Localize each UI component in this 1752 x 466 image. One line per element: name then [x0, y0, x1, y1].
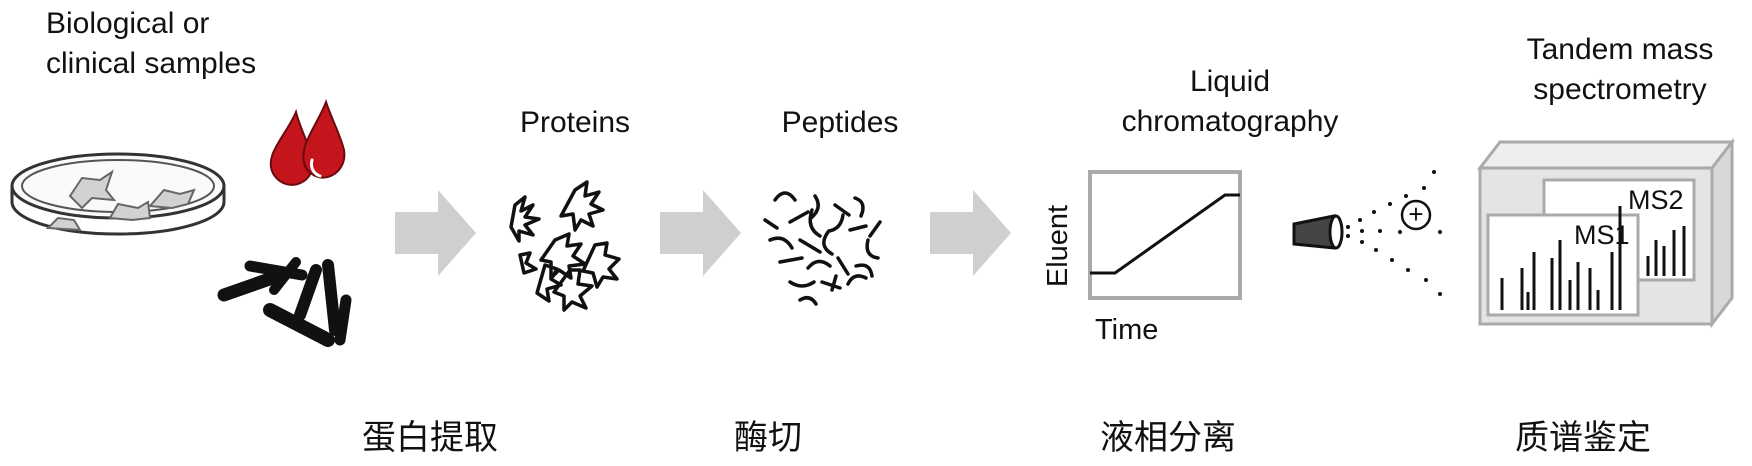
step-digestion: 酶切 [734, 418, 802, 458]
eluent-axis-label: Eluent [1042, 204, 1074, 288]
samples-label: Biological or clinical samples [46, 4, 256, 84]
bacteria-rods-icon [217, 257, 352, 347]
blood-drops-icon [269, 99, 346, 186]
ms-label-line1: Tandem mass [1526, 33, 1714, 66]
gradient-line [1090, 193, 1240, 275]
ion-source-icon [1292, 214, 1344, 250]
proteins-icon [509, 180, 621, 312]
petri-dish-icon [10, 152, 226, 236]
proteins-label: Proteins [519, 106, 631, 139]
ms1-spectrum-peaks [1500, 240, 1622, 310]
ms-label-line2: spectrometry [1533, 73, 1707, 106]
peptides-icon [763, 191, 882, 306]
ms2-spectrum-peaks [1618, 206, 1686, 276]
ion-charge-label: + [1408, 199, 1424, 229]
ms-label: Tandem mass spectrometry [1500, 30, 1740, 110]
ion-icon [1400, 199, 1432, 231]
step-separation: 液相分离 [1100, 418, 1236, 458]
samples-label-line2: clinical samples [46, 47, 257, 80]
lc-label: Liquid chromatography [1100, 62, 1360, 142]
ms1-label: MS1 [1574, 220, 1630, 250]
lc-gradient-plot [1088, 170, 1242, 300]
step-identification: 质谱鉴定 [1515, 418, 1651, 458]
lc-label-line2: chromatography [1121, 105, 1339, 138]
process-arrow-1 [395, 190, 476, 276]
time-axis-label: Time [1095, 314, 1159, 346]
peptides-label: Peptides [781, 106, 899, 139]
spray-dots [1346, 170, 1442, 296]
step-protein-extraction: 蛋白提取 [362, 418, 498, 458]
ms2-label: MS2 [1628, 185, 1684, 215]
process-arrow-3 [930, 190, 1011, 276]
process-arrow-2 [660, 190, 741, 276]
lc-label-line1: Liquid [1189, 65, 1271, 98]
samples-label-line1: Biological or [46, 7, 210, 40]
